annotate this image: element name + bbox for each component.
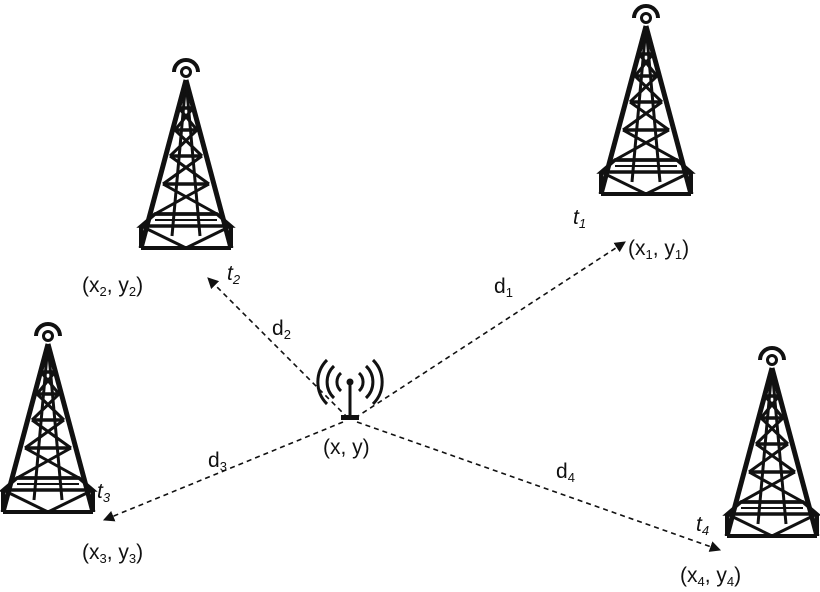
arrow-d4 [356, 421, 722, 552]
arrow-d3 [102, 421, 344, 522]
tower-4-coord-label: (x4, y4) [680, 564, 742, 589]
source-coord-label: (x, y) [323, 436, 370, 459]
tower-2-icon [141, 60, 231, 248]
tower-1-icon [601, 6, 691, 194]
arrow-d2 [207, 277, 349, 419]
transmitter-icon [316, 358, 384, 420]
distance-3-label: d3 [208, 449, 227, 474]
tower-2-coord-label: (x2, y2) [82, 274, 144, 299]
distance-1-label: d1 [494, 275, 513, 300]
tower-1-time-label: t1 [573, 206, 587, 231]
tower-1-coord-label: (x1, y1) [628, 237, 690, 262]
tower-3-time-label: t3 [97, 480, 111, 505]
tower-4-icon [727, 348, 817, 536]
tower-4-time-label: t4 [696, 513, 710, 538]
arrow-d1 [354, 241, 626, 419]
tower-3-icon [3, 324, 93, 512]
distance-4-label: d4 [556, 460, 575, 485]
tower-3-coord-label: (x3, y3) [82, 541, 144, 566]
tower-2-time-label: t2 [227, 262, 241, 287]
distance-2-label: d2 [272, 317, 291, 342]
